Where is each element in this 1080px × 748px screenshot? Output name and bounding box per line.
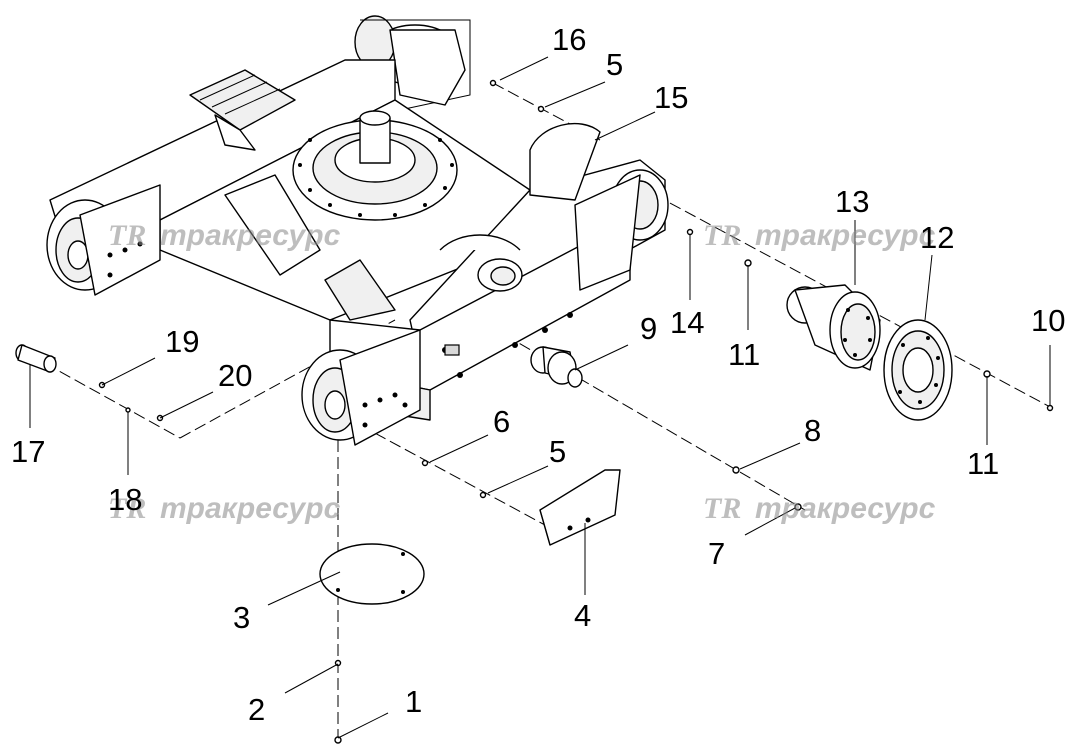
part-pin-17 [15,344,57,373]
part-sprocket-12 [883,319,953,421]
watermark-4: TR тракресурс [703,492,936,525]
part-ring-3 [319,543,425,605]
callout-3: 3 [233,600,250,635]
callout-15: 15 [654,80,688,115]
part-cover-plate-15 [529,122,601,201]
callout-14: 14 [670,305,704,340]
callout-12: 12 [920,220,954,255]
callout-9: 9 [640,311,657,346]
step-pad [189,69,296,151]
callout-labels: 1 2 3 4 5 5 6 7 8 9 10 11 11 12 13 14 15… [11,22,1065,727]
callout-13: 13 [835,184,869,219]
callout-1: 1 [405,684,422,719]
callout-5b: 5 [549,434,566,469]
track-adjuster [439,234,523,292]
watermark-logo: TR [108,492,146,525]
callout-17: 17 [11,434,45,469]
watermark-logo: TR [703,492,741,525]
callout-19: 19 [165,324,199,359]
part-travel-motor-13 [786,284,881,371]
part-bracket-4 [539,469,621,546]
travel-motor-mount [574,169,669,291]
callout-6: 6 [493,404,510,439]
callout-11b: 11 [967,446,999,481]
slewing-ring [292,110,458,221]
callout-20: 20 [218,358,252,393]
rear-sprocket-top [354,15,471,111]
callout-4: 4 [574,598,591,633]
undercarriage-frame [46,15,669,446]
watermark-text: тракресурс [755,219,936,252]
callout-8: 8 [804,413,821,448]
watermark-logo: TR [703,219,741,252]
watermark-2: TR тракресурс [703,219,936,252]
watermark-1: TR тракресурс [108,219,341,252]
watermark-text: тракресурс [755,492,936,525]
watermark-3: TR тракресурс [108,492,341,525]
idler-wheel-right [301,329,421,446]
part-carrier-roller-9 [530,346,583,388]
callout-5a: 5 [606,47,623,82]
callout-16: 16 [552,22,586,57]
callout-7: 7 [708,536,725,571]
callout-10: 10 [1031,303,1065,338]
leader-lines [29,56,1051,739]
idler-wheel-left [46,184,161,296]
watermark-logo: TR [108,219,146,252]
callout-2: 2 [248,692,265,727]
watermark-text: тракресурс [160,492,341,525]
watermark-text: тракресурс [160,219,341,252]
callout-11a: 11 [728,337,760,372]
callout-18: 18 [108,482,142,517]
